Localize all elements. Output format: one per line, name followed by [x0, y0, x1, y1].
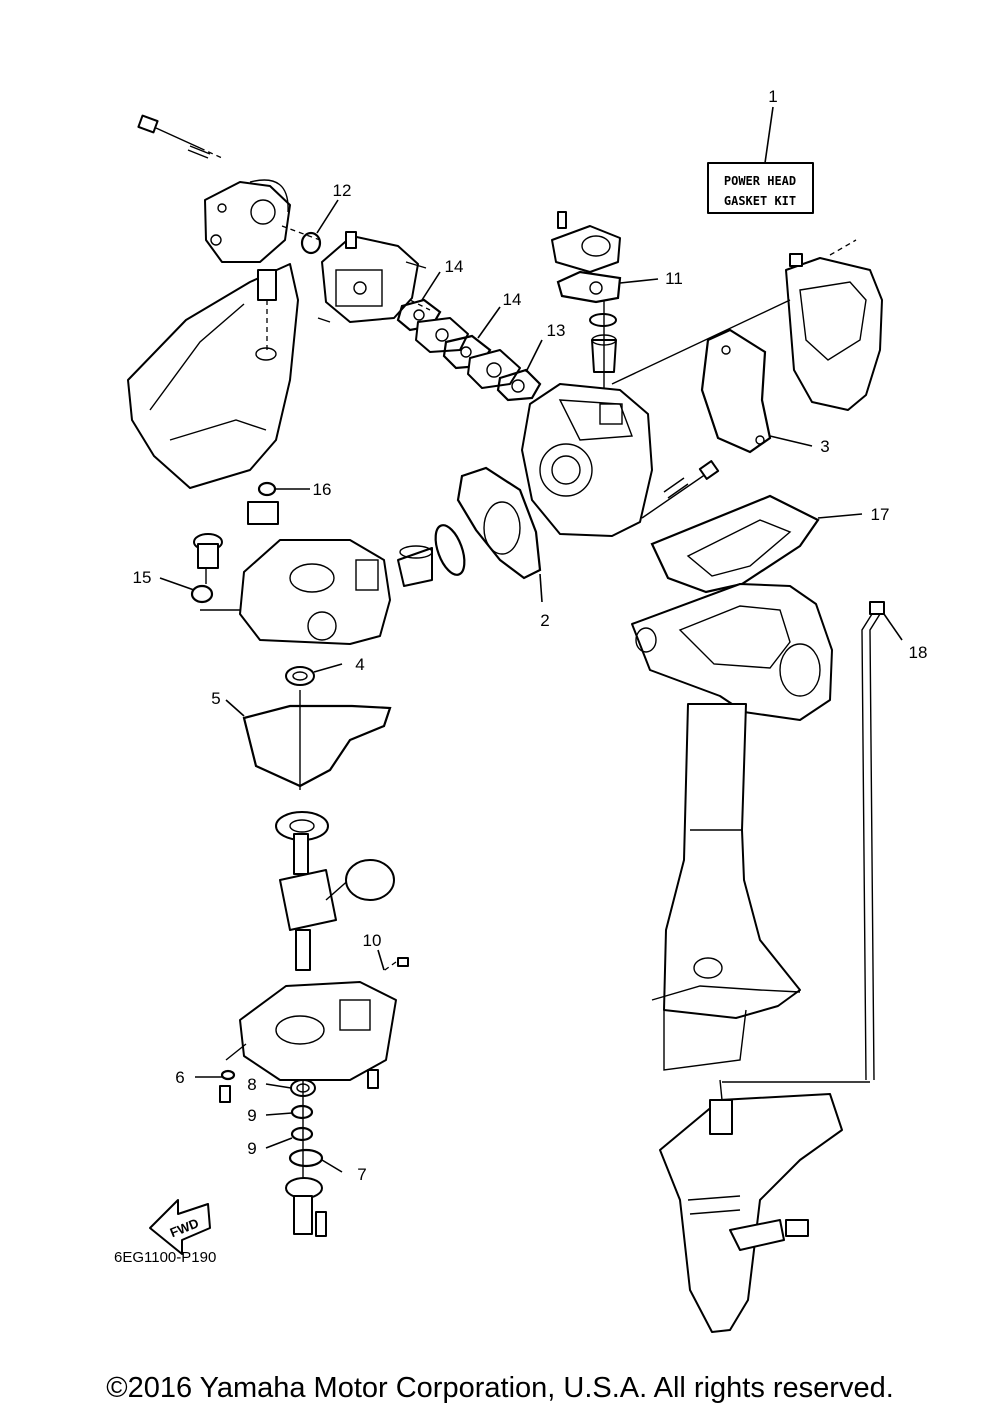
exhaust-cover[interactable] [397, 545, 433, 587]
fuel-pump[interactable] [551, 211, 621, 273]
upper-casing[interactable] [651, 703, 801, 1071]
callout-6[interactable]: 6 [175, 1068, 184, 1087]
cover-gasket-3[interactable] [700, 328, 772, 454]
intake-gasket-13[interactable] [496, 368, 542, 402]
piston-connecting-rod[interactable] [325, 859, 395, 901]
kit-label-line1: POWER HEAD [724, 174, 796, 188]
intake-spacer[interactable] [415, 317, 469, 353]
bottom-cowling[interactable] [127, 263, 299, 489]
oil-filler-cap[interactable] [193, 533, 223, 584]
washer-9a[interactable] [290, 1104, 314, 1120]
o-ring-15[interactable] [190, 584, 214, 604]
callout-13[interactable]: 13 [547, 321, 566, 340]
fuel-pump-gasket-11[interactable] [556, 270, 622, 304]
clamp-bracket[interactable] [247, 501, 279, 525]
oil-seal-4[interactable] [285, 666, 315, 686]
fwd-arrow: FWD [149, 1199, 211, 1255]
callout-15[interactable]: 15 [133, 568, 152, 587]
callout-9a[interactable]: 9 [247, 1106, 256, 1125]
callout-4[interactable]: 4 [355, 655, 364, 674]
callout-11[interactable]: 11 [665, 269, 683, 288]
water-pipe[interactable] [861, 613, 881, 1081]
kit-label-line2: GASKET KIT [724, 194, 796, 208]
cylinder-bolt[interactable] [641, 460, 720, 519]
callout-3[interactable]: 3 [820, 437, 829, 456]
crankcase-gasket-5[interactable] [242, 704, 392, 788]
small-bolt[interactable] [315, 1211, 327, 1237]
callout-10[interactable]: 10 [363, 931, 382, 950]
callout-17[interactable]: 17 [871, 505, 890, 524]
ignition-coil[interactable] [257, 269, 277, 350]
washer-6[interactable] [220, 1069, 236, 1081]
callout-14a[interactable]: 14 [445, 257, 464, 276]
callout-12[interactable]: 12 [333, 181, 352, 200]
water-pump-housing[interactable] [285, 1177, 323, 1235]
exhaust-gasket-17[interactable] [650, 494, 820, 594]
callout-9b[interactable]: 9 [247, 1139, 256, 1158]
cylinder-block[interactable] [521, 383, 653, 537]
carburetor[interactable] [317, 231, 427, 323]
lower-unit-gearcase[interactable] [659, 1093, 843, 1333]
crankcase[interactable] [239, 539, 391, 645]
cylinder-head-cover[interactable] [785, 239, 883, 411]
o-ring-7[interactable] [288, 1148, 324, 1168]
washer-9b[interactable] [290, 1126, 314, 1142]
diagram-code: 6EG1100-P190 [114, 1249, 216, 1266]
cylinder-head-gasket-2[interactable] [456, 466, 542, 580]
bolt-6[interactable] [219, 1085, 231, 1103]
callout-8[interactable]: 8 [247, 1075, 256, 1094]
long-bolt[interactable] [137, 114, 223, 159]
intake-silencer[interactable] [204, 179, 291, 263]
callout-14b[interactable]: 14 [503, 290, 522, 309]
callout-2[interactable]: 2 [540, 611, 549, 630]
callout-7[interactable]: 7 [357, 1165, 366, 1184]
intake-manifold-plate[interactable] [467, 349, 521, 389]
bolt-10[interactable] [381, 957, 409, 973]
lower-crankcase[interactable] [239, 981, 397, 1081]
o-ring-12[interactable] [300, 231, 322, 255]
exhaust-ring[interactable] [430, 521, 470, 578]
crankshaft[interactable] [279, 833, 337, 971]
grommet-18[interactable] [869, 601, 885, 615]
callout-16[interactable]: 16 [313, 480, 332, 499]
o-ring-16[interactable] [257, 481, 277, 497]
power-head-gasket-kit-label[interactable]: POWER HEAD GASKET KIT [707, 162, 814, 214]
callout-1[interactable]: 1 [768, 87, 777, 106]
exhaust-guide-upper-casing[interactable] [631, 583, 833, 721]
copyright-notice: ©2016 Yamaha Motor Corporation, U.S.A. A… [106, 1372, 894, 1404]
callout-18[interactable]: 18 [909, 643, 928, 662]
callout-5[interactable]: 5 [211, 689, 220, 708]
thermostat-cover[interactable] [589, 313, 617, 327]
bolt-lower-right[interactable] [367, 1069, 379, 1089]
